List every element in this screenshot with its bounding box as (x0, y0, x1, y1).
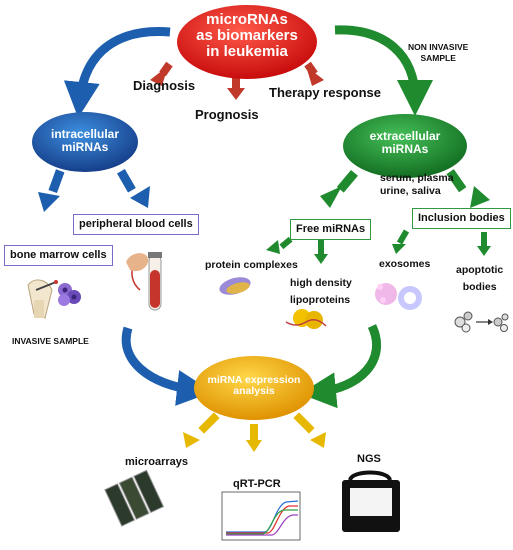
red-arrow-diagnosis (150, 61, 173, 86)
bone-marrow-cells-icon (58, 283, 81, 306)
gold-arrow-qrtpcr (246, 424, 262, 452)
bone-marrow-box: bone marrow cells (4, 245, 113, 266)
blue-arrow-peripheral (117, 168, 150, 208)
curved-arrow-right-bottom (300, 324, 382, 409)
free-mirnas-box: Free miRNAs (290, 219, 372, 240)
diagnosis-label: Diagnosis (133, 78, 196, 93)
green-arrow-hdl (314, 240, 328, 264)
lipoprotein-icon (285, 309, 327, 329)
red-arrow-prognosis (227, 74, 245, 100)
curved-arrow-right-top (334, 25, 433, 116)
microarrays-label: microarrays (125, 456, 188, 468)
microarray-icon (104, 469, 165, 527)
bone-illustration (27, 279, 58, 319)
curved-arrow-left-bottom (121, 326, 213, 406)
title-ellipse (177, 5, 317, 79)
curved-arrow-left-top (63, 27, 171, 118)
inclusion-bodies-box: Inclusion bodies (412, 208, 511, 229)
green-arrow-apoptotic (477, 232, 491, 256)
protein-complexes-label: protein complexes (205, 259, 298, 271)
green-arrow-protein (266, 236, 293, 254)
peripheral-blood-box: peripheral blood cells (73, 214, 199, 235)
prognosis-label: Prognosis (195, 107, 259, 122)
gold-arrow-microarrays (183, 412, 220, 448)
analysis-ellipse (194, 356, 314, 420)
ngs-label: NGS (357, 453, 381, 465)
exosomes-label: exosomes (379, 258, 431, 270)
extracellular-ellipse (343, 114, 467, 178)
intracellular-ellipse (32, 112, 138, 172)
qrtpcr-plot-icon (221, 491, 301, 541)
qrtpcr-label: qRT-PCR (233, 478, 281, 490)
gold-arrow-ngs (293, 412, 326, 448)
blood-tube-illustration (126, 252, 162, 311)
invasive-label: INVASIVE SAMPLE (12, 336, 89, 346)
green-arrow-free (320, 170, 358, 208)
apoptotic-bodies-icon (454, 311, 509, 333)
ngs-machine-icon (342, 470, 400, 532)
green-arrow-exosomes (392, 229, 410, 254)
blue-arrow-bone-marrow (38, 169, 65, 212)
red-arrow-therapy (304, 61, 324, 86)
therapy-response-label: Therapy response (269, 85, 381, 100)
exosome-icon (375, 283, 422, 310)
green-arrow-inclusion (446, 169, 490, 208)
protein-complex-icon (219, 277, 251, 295)
